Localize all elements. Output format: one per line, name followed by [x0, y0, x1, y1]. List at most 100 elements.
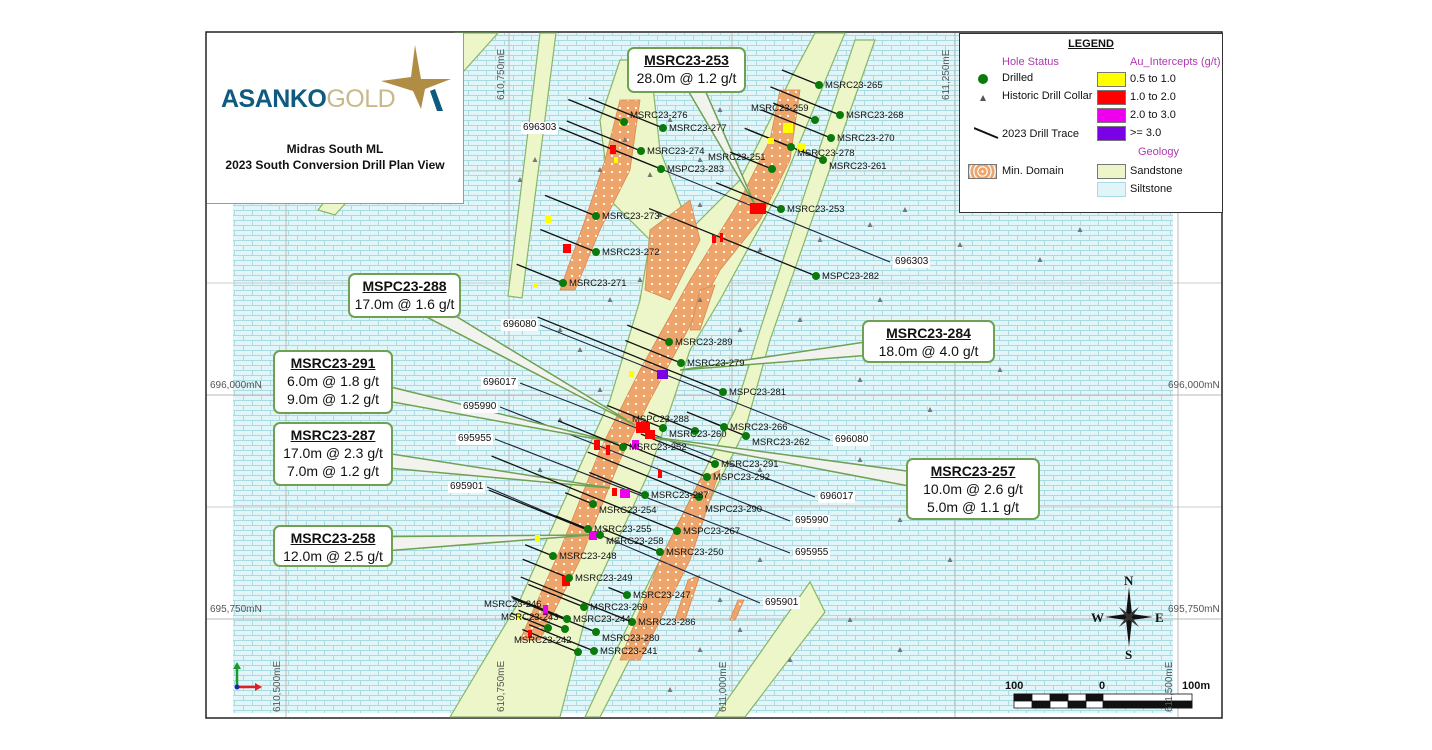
hole-label: MSRC23-274 [647, 145, 705, 157]
au-intercept [645, 430, 655, 439]
drill-collar[interactable] [819, 156, 827, 164]
legend: LEGEND Hole Status Au_Intercepts (g/t) D… [959, 33, 1223, 213]
historic-collar-icon [797, 317, 803, 322]
legend-historic: Historic Drill Collar [1002, 90, 1093, 102]
au-intercept [768, 138, 774, 144]
drill-collar[interactable] [544, 624, 552, 632]
section-label: 695990 [793, 515, 831, 527]
au-intercept [614, 157, 618, 163]
au-intercept [563, 244, 571, 253]
hole-label: MSRC23-266 [730, 421, 788, 433]
drill-collar[interactable] [665, 338, 673, 346]
drill-collar[interactable] [592, 248, 600, 256]
hole-label: MSRC23-291 [721, 458, 779, 470]
drill-collar[interactable] [673, 527, 681, 535]
historic-collar-icon [757, 557, 763, 562]
drill-collar[interactable] [559, 279, 567, 287]
northing-label: 696,000mN [1168, 380, 1220, 391]
drill-collar[interactable] [592, 212, 600, 220]
sandstone-band [507, 32, 557, 299]
drill-trace [488, 489, 601, 536]
historic-collar-icon [927, 407, 933, 412]
historic-collar-icon [1037, 257, 1043, 262]
hole-label: MSRC23-241 [600, 645, 658, 657]
callout-intercept: 17.0m @ 1.6 g/t [354, 296, 455, 312]
drill-trace [640, 433, 716, 465]
hole-label: MSRC23-249 [575, 572, 633, 584]
drill-collar[interactable] [815, 81, 823, 89]
section-label: 695990 [461, 401, 499, 413]
drill-collar[interactable] [742, 432, 750, 440]
logo-text-gold: GOLD [326, 85, 396, 113]
drill-collar[interactable] [827, 134, 835, 142]
drill-collar[interactable] [777, 205, 785, 213]
drill-collar[interactable] [691, 427, 699, 435]
drill-trace [528, 583, 585, 608]
easting-label: 610,500mE [272, 660, 283, 712]
drill-collar[interactable] [811, 116, 819, 124]
hole-label: MSRC23-243 [501, 611, 559, 623]
drill-collar[interactable] [619, 443, 627, 451]
drill-collar[interactable] [768, 165, 776, 173]
historic-collar-icon [857, 377, 863, 382]
drill-collar[interactable] [836, 111, 844, 119]
legend-symbols [974, 74, 999, 139]
historic-collar-icon [867, 222, 873, 227]
drill-collar[interactable] [711, 460, 719, 468]
drill-collar[interactable] [659, 424, 667, 432]
drill-collar[interactable] [563, 615, 571, 623]
drill-collar[interactable] [657, 165, 665, 173]
hole-label: MSPC23-282 [822, 270, 880, 282]
drill-collar[interactable] [589, 500, 597, 508]
drill-collar[interactable] [659, 124, 667, 132]
drill-trace [748, 129, 824, 161]
drill-collar[interactable] [656, 548, 664, 556]
drill-collar[interactable] [620, 118, 628, 126]
drill-trace [518, 609, 566, 630]
drill-trace [524, 544, 554, 557]
drill-collar[interactable] [719, 388, 727, 396]
axis-triad-icon [233, 662, 262, 691]
drill-collar[interactable] [623, 591, 631, 599]
hole-label: MSPC23-288 [632, 413, 690, 425]
legend-drilled: Drilled [1002, 72, 1034, 84]
drill-collar[interactable] [561, 625, 569, 633]
drill-trace [607, 404, 664, 429]
drill-collar[interactable] [677, 359, 685, 367]
drill-collar[interactable] [596, 531, 604, 539]
drill-collar[interactable] [580, 603, 588, 611]
drill-collar[interactable] [637, 147, 645, 155]
drill-collar[interactable] [703, 473, 711, 481]
au-intercept [606, 445, 610, 455]
hole-label: MSRC23-280 [602, 633, 660, 644]
drill-trace [715, 182, 782, 210]
drill-collar[interactable] [565, 574, 573, 582]
historic-collar-icon [697, 157, 703, 162]
section-label: 696303 [521, 122, 559, 134]
historic-collar-icon [902, 207, 908, 212]
drill-collar[interactable] [720, 423, 728, 431]
drill-collar[interactable] [574, 648, 582, 656]
historic-collar-icon [577, 347, 583, 352]
historic-collar-icon [557, 327, 563, 332]
drill-trace [520, 576, 633, 623]
callout-intercept: 9.0m @ 1.2 g/t [286, 391, 380, 407]
callout-hole-id: MSRC23-257 [930, 463, 1016, 479]
historic-collar-icon [877, 297, 883, 302]
hole-label: MSPC23-292 [713, 471, 771, 483]
compass-west: W [1091, 610, 1104, 625]
drill-collar[interactable] [628, 618, 636, 626]
drill-collar[interactable] [787, 143, 795, 151]
drill-trace [540, 228, 597, 253]
drill-trace [648, 411, 696, 432]
drill-collar[interactable] [590, 647, 598, 655]
drill-collar[interactable] [812, 272, 820, 280]
drill-collar[interactable] [549, 552, 557, 560]
min-domain [559, 99, 641, 291]
drill-collar[interactable] [641, 491, 649, 499]
drill-trace [566, 120, 642, 152]
drill-collar[interactable] [584, 525, 592, 533]
drill-collar[interactable] [695, 493, 703, 501]
drill-collar[interactable] [592, 628, 600, 636]
